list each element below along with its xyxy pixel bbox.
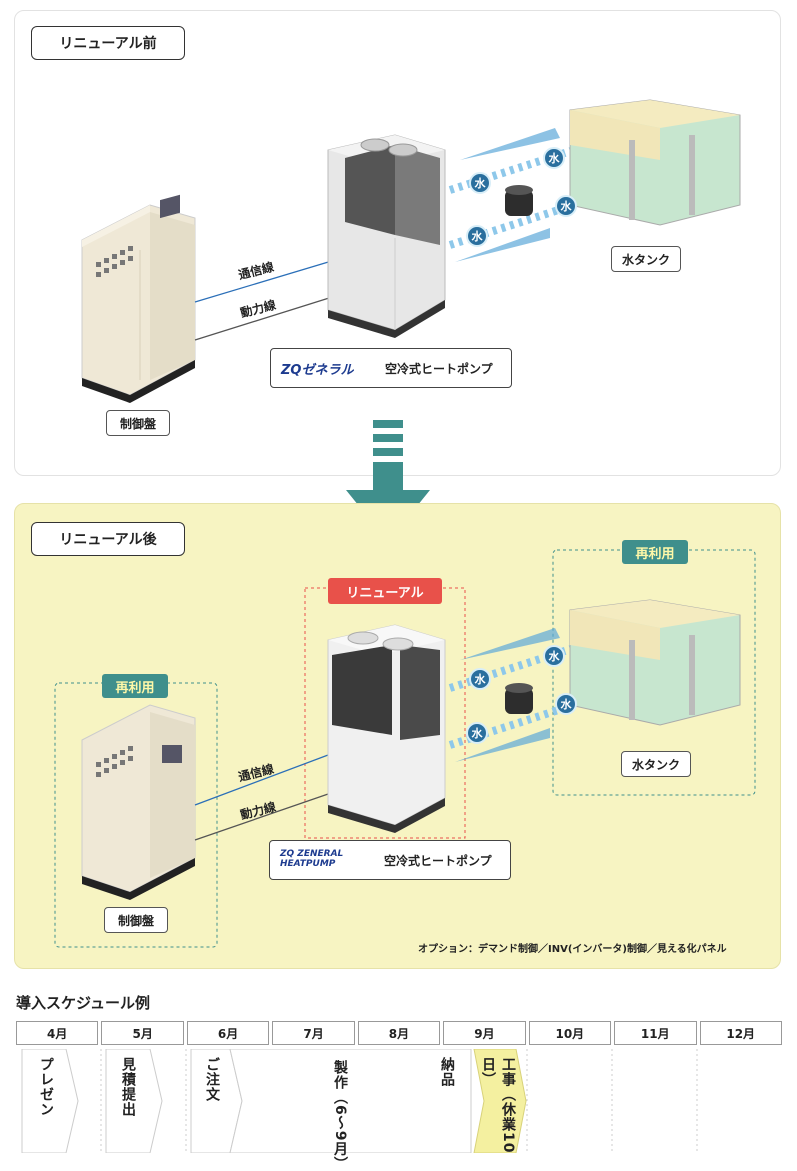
product-name: 空冷式ヒートポンプ [384, 853, 492, 868]
control-panel-label: 制御盤 [106, 410, 170, 436]
control-panel-illustration [81, 194, 196, 403]
water-tank-illustration [569, 99, 741, 226]
month-cell: 9月 [443, 1021, 526, 1045]
step-delivery: 納品 [439, 1057, 455, 1087]
month-cell: 4月 [16, 1021, 99, 1045]
water-mark: 水 [543, 645, 565, 667]
month-cell: 11月 [614, 1021, 697, 1045]
reuse-badge-left: 再利用 [102, 674, 168, 698]
reuse-badge-right: 再利用 [622, 540, 688, 564]
step-production: 製作（6〜9月） [332, 1060, 348, 1171]
water-mark: 水 [555, 195, 577, 217]
month-cell: 7月 [272, 1021, 355, 1045]
water-mark: 水 [555, 693, 577, 715]
schedule-chevrons [21, 1049, 698, 1153]
tank-label: 水タンク [611, 246, 681, 272]
option-text: オプション：デマンド制御／INV(インバータ)制御／見える化パネル [418, 944, 727, 955]
before-title: リニューアル前 [31, 26, 185, 60]
water-mark: 水 [466, 225, 488, 247]
schedule-title: 導入スケジュール例 [16, 994, 150, 1012]
old-heatpump-illustration [327, 134, 446, 338]
renewal-badge: リニューアル [328, 578, 442, 604]
water-mark: 水 [466, 722, 488, 744]
water-mark: 水 [469, 172, 491, 194]
step-estimate: 見積提出 [120, 1057, 136, 1117]
month-cell: 12月 [699, 1021, 782, 1045]
before-illustration [81, 99, 741, 403]
water-mark: 水 [543, 147, 565, 169]
control-panel-label: 制御盤 [104, 907, 168, 933]
step-construction: 工事（休業10日） [480, 1057, 516, 1154]
step-order: ご注文 [204, 1057, 220, 1102]
brand-logo: ZQゼネラル [281, 362, 354, 378]
after-illustration [54, 549, 756, 948]
product-name: 空冷式ヒートポンプ [385, 361, 493, 376]
product-label: ZQゼネラル 空冷式ヒートポンプ [270, 348, 512, 388]
water-mark: 水 [469, 668, 491, 690]
step-presen: プレゼン [38, 1057, 54, 1117]
month-cell: 8月 [357, 1021, 441, 1045]
brand-logo: ZQ ZENERAL HEATPUMP [280, 849, 344, 869]
month-header: 4月 5月 6月 7月 8月 9月 10月 11月 12月 [16, 1021, 782, 1045]
month-cell: 6月 [186, 1021, 270, 1045]
tank-label: 水タンク [621, 751, 691, 777]
after-title: リニューアル後 [31, 522, 185, 556]
month-cell: 10月 [528, 1021, 612, 1045]
product-label: ZQ ZENERAL HEATPUMP 空冷式ヒートポンプ [269, 840, 511, 880]
month-cell: 5月 [101, 1021, 184, 1045]
